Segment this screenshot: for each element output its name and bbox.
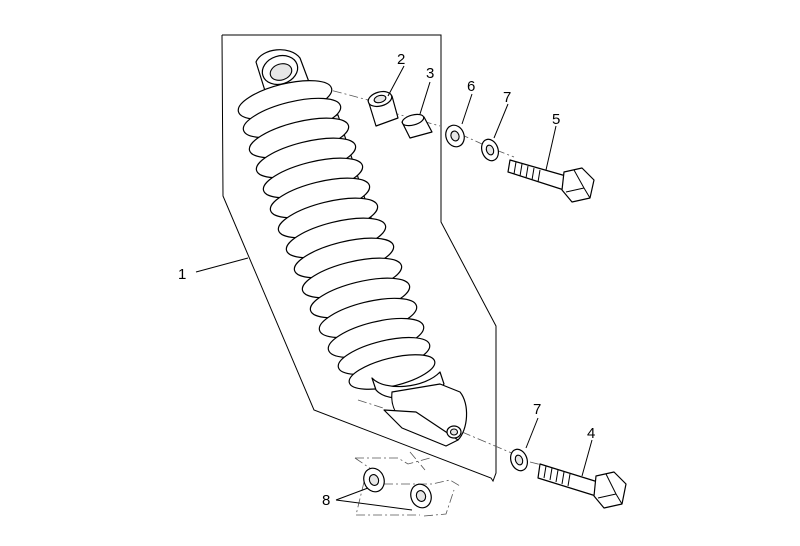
callout-7-lower: 7 <box>533 401 541 418</box>
washer <box>445 124 465 148</box>
upper-bolt <box>507 159 595 203</box>
callout-5: 5 <box>552 111 560 128</box>
washers-pair <box>363 467 432 509</box>
lower-washer <box>509 448 529 472</box>
upper-washer <box>480 138 500 162</box>
callout-2: 2 <box>397 51 405 68</box>
callout-4: 4 <box>587 425 595 442</box>
group-outline <box>221 34 497 483</box>
callout-3: 3 <box>426 65 434 82</box>
callout-1: 1 <box>178 266 186 283</box>
callout-7-upper: 7 <box>503 89 511 106</box>
callout-labels: 1 2 3 4 5 6 7 7 8 <box>178 51 595 509</box>
bushing <box>367 90 399 127</box>
lower-bolt <box>537 463 627 509</box>
callout-8: 8 <box>322 492 330 509</box>
callout-6: 6 <box>467 78 475 95</box>
spacer <box>401 113 433 139</box>
coil-spring <box>237 80 436 390</box>
shock-absorber <box>237 49 468 447</box>
leader-lines <box>195 65 593 511</box>
